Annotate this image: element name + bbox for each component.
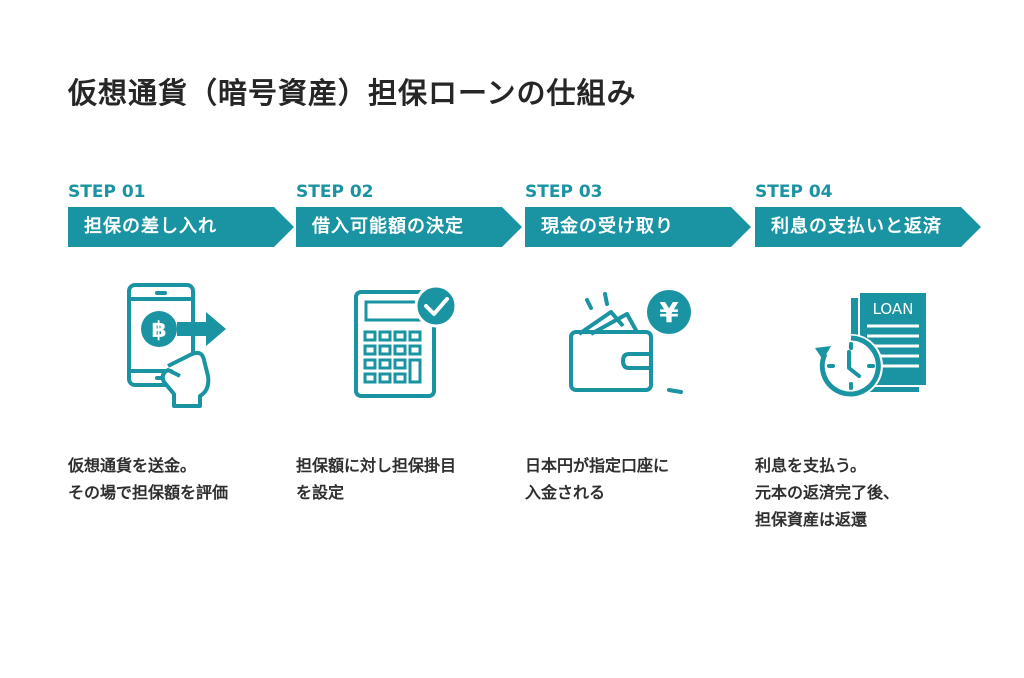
banner-text: 担保の差し入れ bbox=[84, 216, 217, 237]
clock-loan-document-icon: LOAN bbox=[805, 282, 928, 412]
svg-text:฿: ฿ bbox=[151, 318, 166, 343]
step-label: STEP 03 bbox=[525, 182, 603, 202]
step-banner: 利息の支払いと返済 bbox=[755, 207, 985, 247]
step-2: STEP 02 借入可能額の決定 bbox=[296, 180, 526, 247]
step-banner: 現金の受け取り bbox=[525, 207, 755, 247]
wallet-yen-icon: ¥ bbox=[565, 282, 691, 412]
arrow-banner-shape bbox=[755, 207, 981, 247]
arrow-banner-shape bbox=[525, 207, 751, 247]
step-label: STEP 02 bbox=[296, 182, 374, 202]
step-label: STEP 01 bbox=[68, 182, 146, 202]
step-banner: 担保の差し入れ bbox=[68, 207, 298, 247]
banner-text: 利息の支払いと返済 bbox=[771, 216, 942, 237]
step-description: 利息を支払う。元本の返済完了後、担保資産は返還 bbox=[755, 456, 900, 529]
step-1: STEP 01 担保の差し入れ bbox=[68, 180, 298, 247]
page-title: 仮想通貨（暗号資産）担保ローンの仕組み bbox=[68, 76, 637, 110]
step-banner: 借入可能額の決定 bbox=[296, 207, 526, 247]
step-description: 日本円が指定口座に入金される bbox=[525, 456, 670, 502]
arrow-banner-shape bbox=[296, 207, 522, 247]
step-description: 担保額に対し担保掛目を設定 bbox=[296, 456, 457, 502]
step-label: STEP 04 bbox=[755, 182, 833, 202]
step-description: 仮想通貨を送金。その場で担保額を評価 bbox=[68, 456, 229, 502]
arrow-banner-shape bbox=[68, 207, 294, 247]
svg-text:¥: ¥ bbox=[659, 296, 679, 329]
banner-text: 借入可能額の決定 bbox=[312, 216, 464, 237]
phone-bitcoin-send-icon: ฿ bbox=[122, 282, 242, 412]
banner-text: 現金の受け取り bbox=[541, 216, 674, 237]
step-4: STEP 04 利息の支払いと返済 bbox=[755, 180, 985, 247]
svg-text:LOAN: LOAN bbox=[873, 300, 914, 318]
step-3: STEP 03 現金の受け取り bbox=[525, 180, 755, 247]
calculator-check-icon bbox=[348, 282, 468, 412]
